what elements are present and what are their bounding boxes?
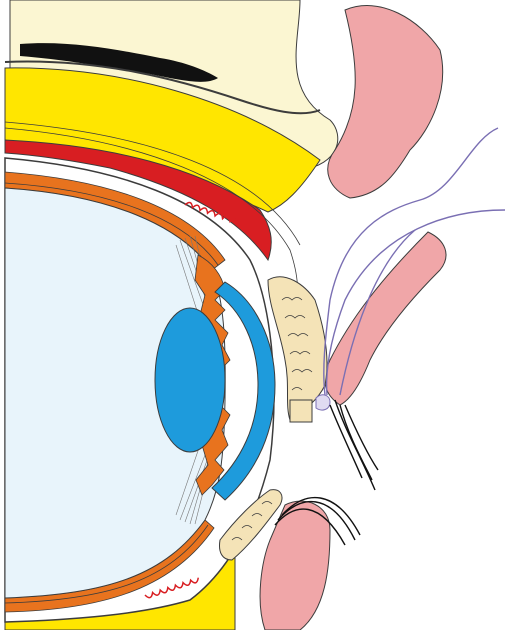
upper-muscle-pink xyxy=(328,6,443,198)
upper-eyelashes xyxy=(330,400,378,490)
lower-lid-pink xyxy=(260,501,330,630)
lid-margin-gland xyxy=(290,400,312,422)
lash-follicle-gland xyxy=(316,395,330,410)
lens xyxy=(155,308,225,452)
